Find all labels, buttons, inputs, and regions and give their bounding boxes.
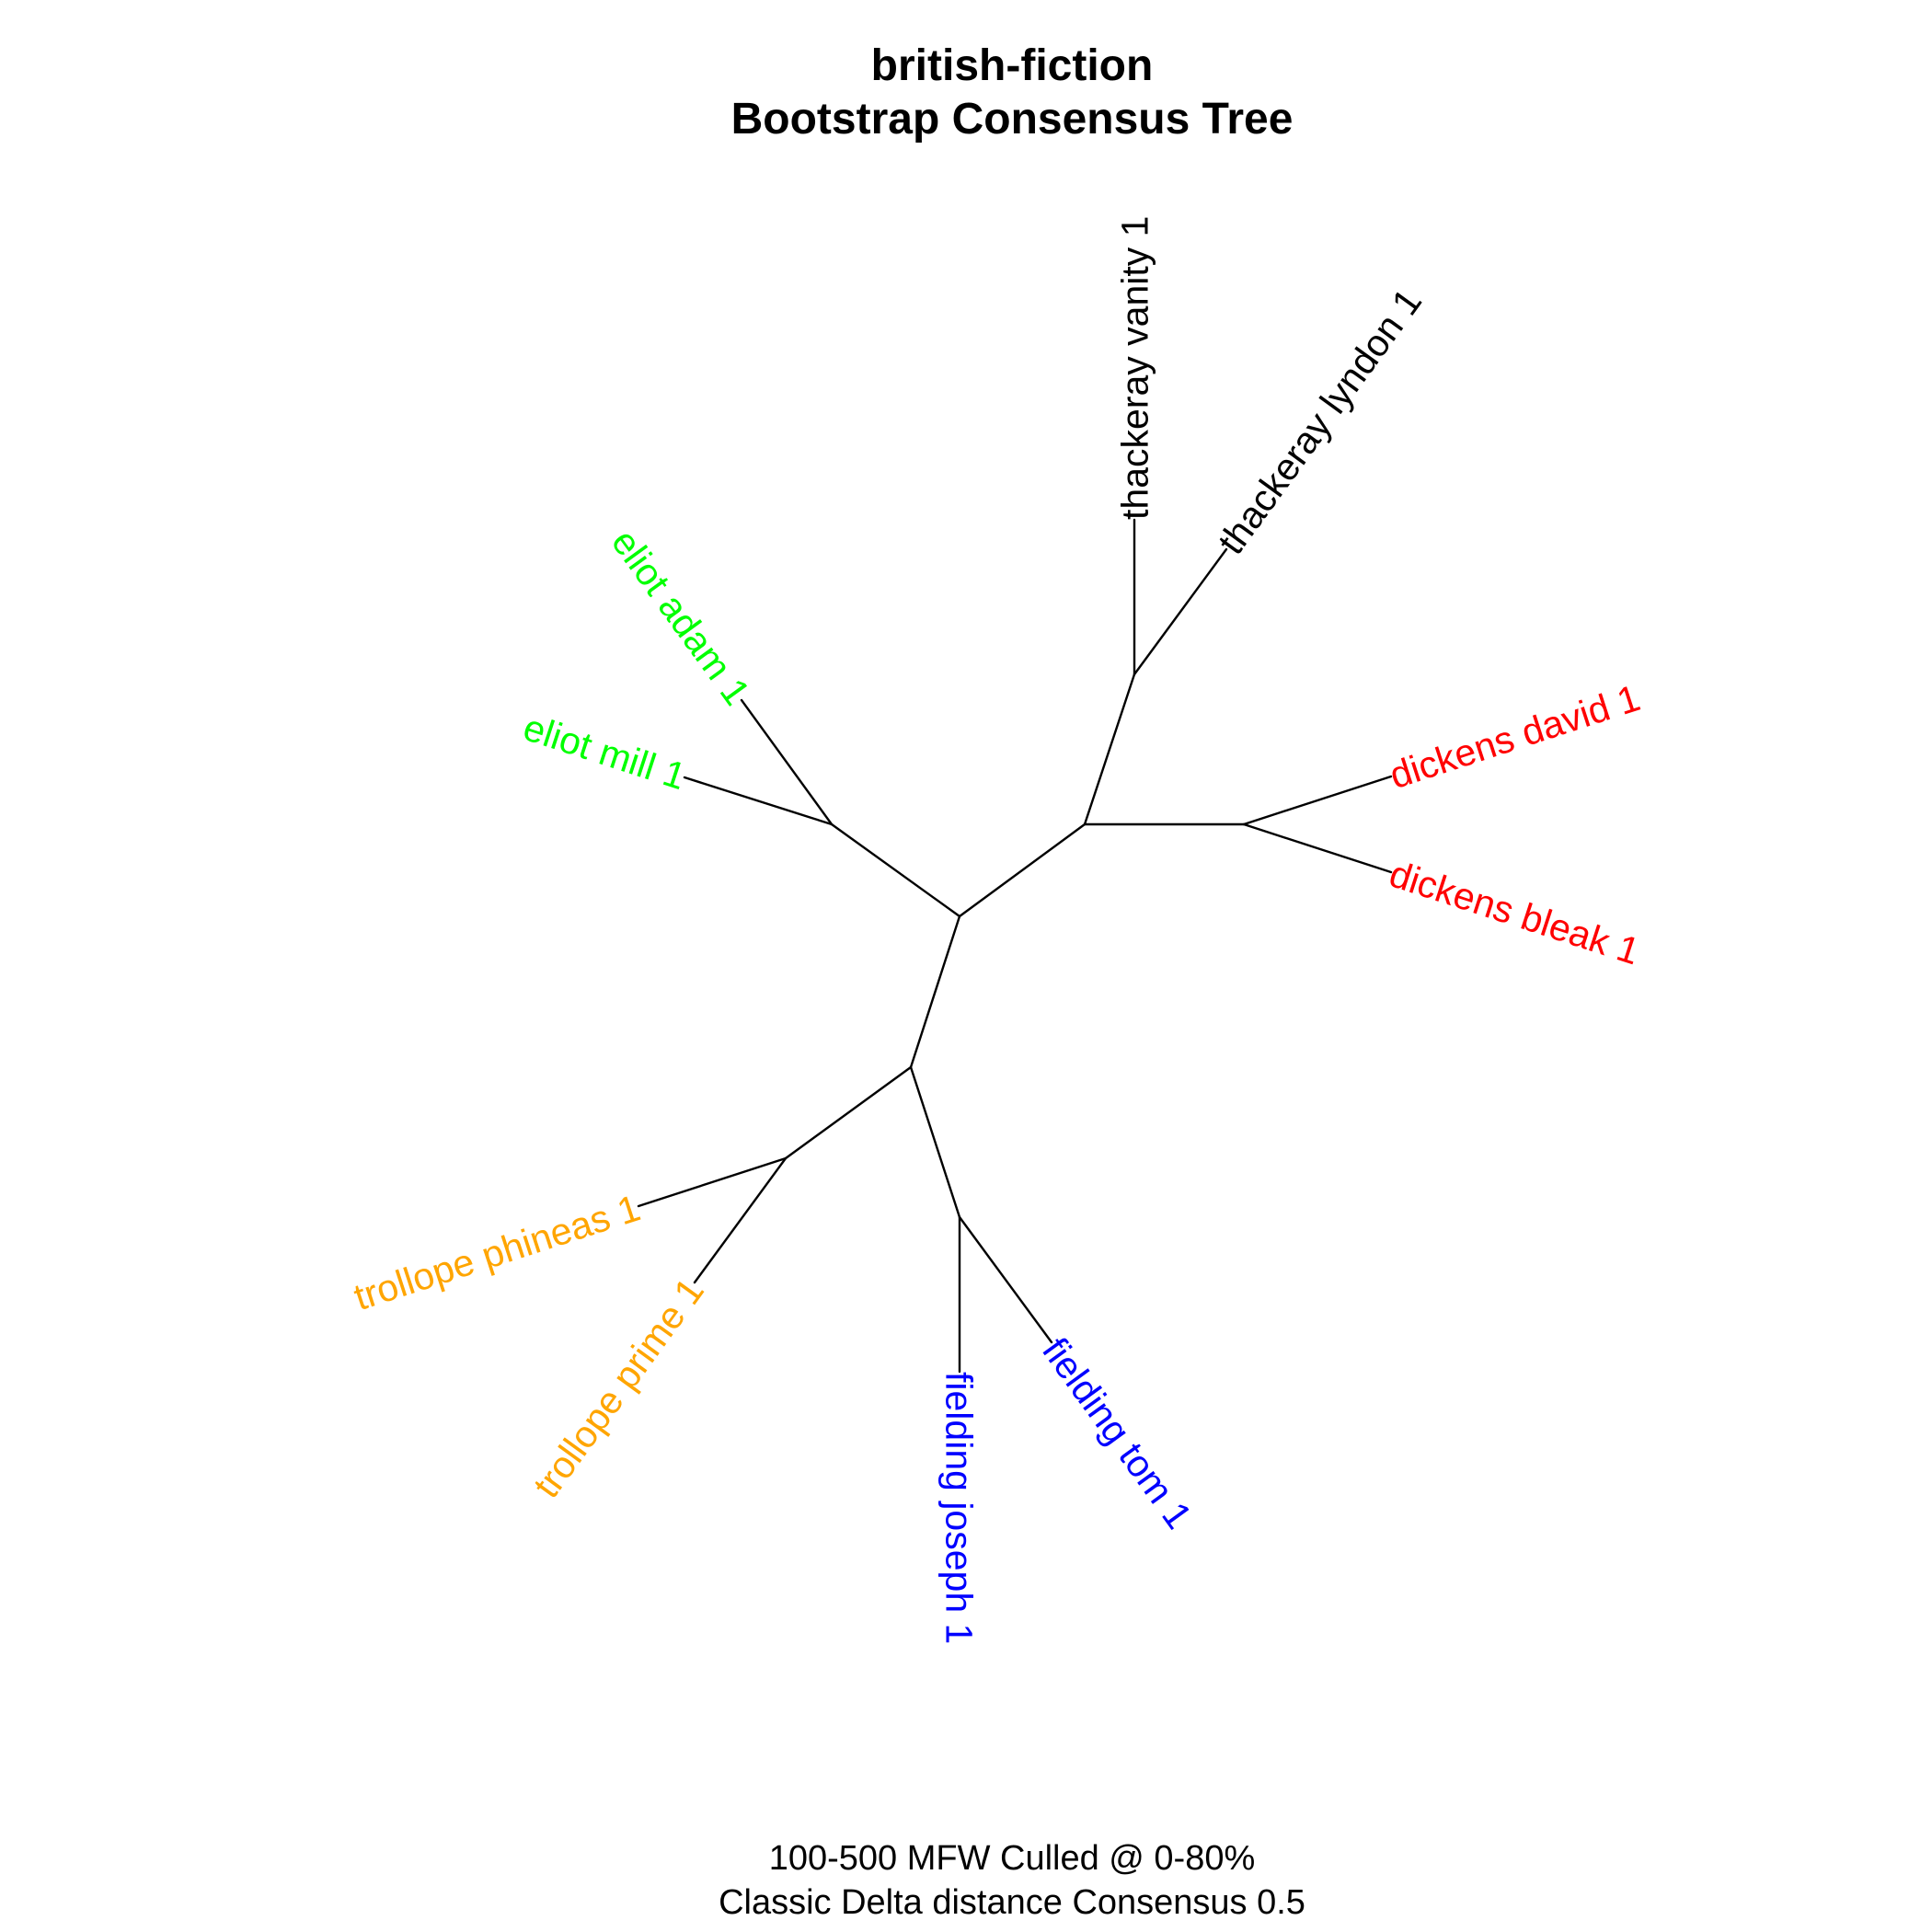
branch-upper-to-thackeray-node [1083,673,1136,826]
branch-dickens-bleak [1242,822,1393,874]
branch-trollope-phineas [637,1156,788,1208]
leaf-label-thackeray-lyndon: thackeray lyndon 1 [1210,281,1431,561]
branch-lower-to-fielding-node [909,1065,961,1219]
figure-title-line2: Bootstrap Consensus Tree [731,95,1294,144]
leaf-label-fielding-joseph: fielding joseph 1 [938,1372,981,1644]
branch-eliot-mill [683,776,834,826]
leaf-label-thackeray-vanity: thackeray vanity 1 [1113,216,1156,520]
leaf-label-dickens-david: dickens david 1 [1385,676,1645,797]
leaf-label-trollope-phineas: trollope phineas 1 [349,1186,645,1318]
branch-dickens-david [1242,775,1393,826]
figure-subtitle-line1: 100-500 MFW Culled @ 0-80% [769,1839,1256,1878]
branch-fielding-tom [958,1215,1053,1344]
tree-leaf-labels: thackeray vanity 1 thackeray lyndon 1 di… [349,216,1645,1645]
figure-subtitle-line2: Classic Delta distance Consensus 0.5 [719,1883,1305,1922]
leaf-label-eliot-mill: eliot mill 1 [518,706,691,798]
branch-center-to-eliot-node [830,822,961,918]
branch-trollope-prime [693,1156,788,1284]
branch-thackeray-lyndon [1133,547,1228,676]
leaf-label-dickens-bleak: dickens bleak 1 [1385,852,1645,972]
tree-branches [637,518,1393,1374]
branch-lower-to-trollope-node [784,1065,913,1160]
leaf-label-trollope-prime: trollope prime 1 [525,1271,712,1506]
branch-eliot-adam [740,698,834,826]
branch-center-to-lower-node [909,914,961,1069]
leaf-label-eliot-adam: eliot adam 1 [604,522,759,713]
figure-title-line1: british-fiction [871,41,1154,90]
leaf-label-fielding-tom: fielding tom 1 [1034,1330,1201,1536]
branch-center-to-upper-node [958,822,1087,918]
